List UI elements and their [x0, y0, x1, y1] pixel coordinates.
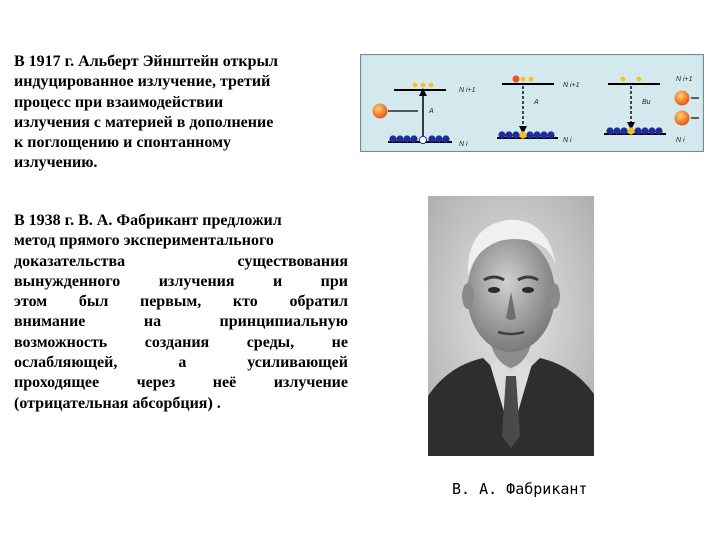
- text-line: В 1917 г. Альберт Эйнштейн открыл: [14, 53, 278, 70]
- electron-row: [606, 127, 663, 135]
- excited-state-dot: [428, 82, 434, 88]
- hair: [467, 219, 556, 276]
- absorption-panel: A N i+1 N i: [372, 82, 476, 148]
- text-line: процесс при взаимодействии: [14, 93, 224, 111]
- excited-state-dot: [420, 82, 426, 88]
- arrowhead: [519, 126, 527, 134]
- text-line: метод прямого экспериментального: [14, 232, 274, 250]
- upper-level-label: N i+1: [563, 82, 580, 89]
- electron-row: [389, 135, 450, 143]
- vacancy: [418, 135, 428, 145]
- text-line: В 1938 г. В. А. Фабрикант предложил: [14, 212, 282, 229]
- text-line: индуцированное излучение, третий: [14, 73, 271, 91]
- ear: [548, 283, 560, 309]
- text-line: проходящее через неё излучение: [14, 374, 348, 392]
- eyebrow: [517, 275, 539, 282]
- incident-photon: [372, 103, 388, 119]
- arrowhead: [627, 122, 635, 130]
- stimulated-emission-panel: Bu N i+1 N i: [604, 76, 699, 144]
- emitted-photon: [674, 110, 690, 126]
- text-line: этом был первым, кто обратил: [14, 293, 348, 311]
- text-line: доказательства существования: [14, 252, 348, 270]
- text-line: внимание на принципиальную: [14, 313, 348, 331]
- excited-state-dot: [412, 82, 418, 88]
- filled-vacancy: [519, 131, 527, 139]
- excited-state-dot: [636, 76, 642, 82]
- text-line: ослабляющей, а усиливающей: [14, 354, 348, 372]
- excited-state-dot: [528, 76, 534, 82]
- ear: [462, 283, 474, 309]
- lower-level-label: N i: [676, 137, 685, 144]
- text-line: вынужденного излучения и при: [14, 272, 348, 290]
- upper-level-label: N i+1: [459, 87, 476, 94]
- text-line: (отрицательная абсорбция) .: [14, 394, 221, 412]
- portrait-photo: [428, 196, 594, 456]
- lower-level-label: N i: [459, 141, 468, 148]
- paragraph-fabrikant: В 1938 г. В. А. Фабрикант предложил мето…: [14, 211, 348, 414]
- spontaneous-emission-panel: A N i+1 N i: [497, 75, 580, 144]
- excited-atom: [512, 75, 520, 83]
- text-line: к поглощению и спонтанному: [14, 134, 231, 152]
- text-line: излучения с материей в дополнение: [14, 113, 274, 131]
- nose: [506, 292, 516, 320]
- necktie: [502, 376, 520, 448]
- upper-level-label: N i+1: [676, 76, 693, 83]
- arrow-label: Bu: [642, 99, 651, 106]
- excited-state-dot: [620, 76, 626, 82]
- text-line: излучению.: [14, 154, 98, 172]
- text-line: возможность создания среды, не: [14, 333, 348, 351]
- photo-caption: В. А. Фабрикант: [452, 480, 588, 498]
- lower-level-label: N i: [563, 137, 572, 144]
- radiation-processes-diagram: A N i+1 N i A N i+1 N i Bu N: [360, 54, 704, 152]
- excited-state-dot: [520, 76, 526, 82]
- emitted-photon: [674, 90, 690, 106]
- electron-row: [498, 131, 555, 139]
- filled-vacancy: [627, 127, 635, 135]
- eye: [488, 287, 500, 293]
- arrow-label: A: [533, 99, 539, 106]
- arrowhead: [419, 88, 427, 96]
- arrow-label: A: [428, 108, 434, 115]
- mouth: [497, 330, 525, 336]
- eyebrow: [483, 275, 505, 282]
- paragraph-einstein: В 1917 г. Альберт Эйнштейн открыл индуци…: [14, 52, 354, 174]
- eye: [522, 287, 534, 293]
